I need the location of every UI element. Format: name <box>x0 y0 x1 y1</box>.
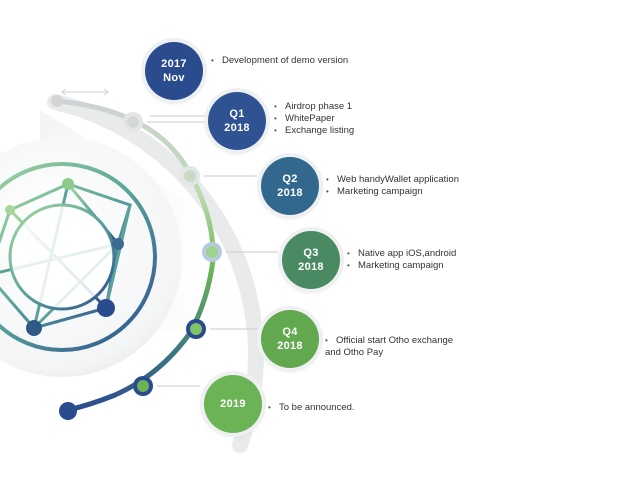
gem-nodes <box>5 178 124 336</box>
milestone-subtitle: 2018 <box>277 187 303 199</box>
milestone-q3-2018[interactable]: Q3 2018 <box>282 231 340 289</box>
milestone-details-q1-2018: Airdrop phase 1 WhitePaper Exchange list… <box>274 101 354 137</box>
milestone-details-2019: To be announced. <box>268 402 355 414</box>
timeline-start-dot <box>51 95 63 107</box>
detail-item: Native app iOS,android <box>347 248 456 260</box>
timeline-node <box>137 380 149 392</box>
milestone-subtitle: 2018 <box>277 340 303 352</box>
detail-item: Airdrop phase 1 <box>274 101 354 113</box>
detail-item: WhitePaper <box>274 113 354 125</box>
timeline-node <box>127 116 139 128</box>
detail-item: Exchange listing <box>274 125 354 137</box>
milestone-title: Q2 <box>282 173 298 185</box>
milestone-q4-2018[interactable]: Q4 2018 <box>261 310 319 368</box>
milestone-2019[interactable]: 2019 <box>204 375 262 433</box>
timeline-nodes <box>51 95 222 396</box>
milestone-details-q2-2018: Web handyWallet application Marketing ca… <box>326 174 459 198</box>
milestone-details-q4-2018: Official start Otho exchange and Otho Pa… <box>325 335 453 359</box>
connector-lines <box>147 115 278 387</box>
timeline-node <box>184 170 196 182</box>
milestone-title: 2017 <box>161 58 187 70</box>
milestone-2017-nov[interactable]: 2017 Nov <box>145 42 203 100</box>
milestone-subtitle: Nov <box>163 72 185 84</box>
detail-item: Web handyWallet application <box>326 174 459 186</box>
detail-item: and Otho Pay <box>325 347 384 358</box>
milestone-q2-2018[interactable]: Q2 2018 <box>261 157 319 215</box>
gem-icon <box>0 162 157 352</box>
milestone-title: 2019 <box>220 398 246 410</box>
milestone-subtitle: 2018 <box>298 261 324 273</box>
milestone-title: Q3 <box>303 247 319 259</box>
milestone-subtitle: 2018 <box>224 122 250 134</box>
timeline-track <box>47 94 264 453</box>
detail-item: To be announced. <box>268 402 355 414</box>
detail-item: Marketing campaign <box>326 186 459 198</box>
timeline-node <box>190 323 202 335</box>
arrow-hint-icon <box>61 88 109 96</box>
timeline-arc <box>54 98 216 413</box>
milestone-title: Q4 <box>282 326 298 338</box>
detail-item: Marketing campaign <box>347 260 456 272</box>
timeline-end-dot <box>59 402 77 420</box>
milestone-q1-2018[interactable]: Q1 2018 <box>208 92 266 150</box>
detail-item: Official start Otho exchange <box>325 335 453 347</box>
milestone-details-2017-nov: Development of demo version <box>211 55 348 67</box>
milestone-details-q3-2018: Native app iOS,android Marketing campaig… <box>347 248 456 272</box>
timeline-node <box>206 246 218 258</box>
milestone-title: Q1 <box>229 108 245 120</box>
detail-item: Development of demo version <box>211 55 348 67</box>
